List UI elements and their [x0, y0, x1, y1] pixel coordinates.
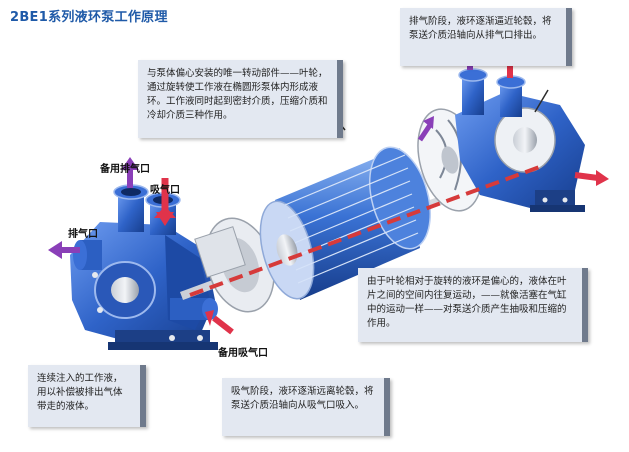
label-backup-exhaust: 备用排气口	[100, 164, 150, 175]
left-pump-housing	[70, 184, 218, 350]
callout-working-fluid: 连续注入的工作液，用以补偿被排出气体带走的液体。	[28, 365, 146, 427]
label-backup-suction: 备用吸气口	[218, 348, 268, 359]
impeller-rotor	[259, 146, 431, 300]
right-pump-housing	[455, 68, 585, 212]
diagram-title: 2BE1系列液环泵工作原理	[10, 10, 168, 25]
callout-liquid-motion: 由于叶轮相对于旋转的液环是偏心的，液体在叶片之间的空间内往复运动，——就像活塞在…	[358, 268, 588, 342]
callout-impeller: 与泵体偏心安装的唯一转动部件——叶轮，通过旋转使工作液在椭圆形泵体内形成液环。工…	[138, 60, 343, 138]
callout-exhaust-stage: 排气阶段，液环逐渐逼近轮毂，将泵送介质沿轴向从排气口排出。	[400, 8, 572, 66]
distributor-plate	[194, 217, 275, 313]
label-exhaust: 排气口	[68, 229, 98, 240]
callout-suction-stage: 吸气阶段，液环逐渐远离轮毂，将泵送介质沿轴向从吸气口吸入。	[222, 378, 390, 436]
label-suction: 吸气口	[150, 185, 180, 196]
